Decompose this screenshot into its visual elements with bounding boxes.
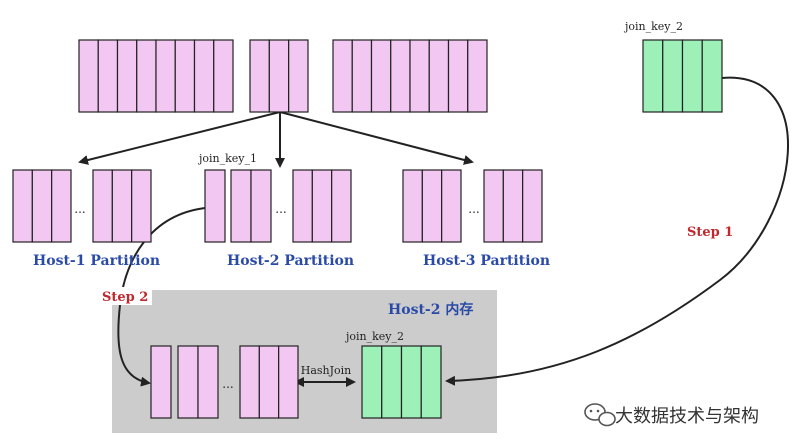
ellipsis-memory: ...: [222, 377, 233, 391]
step2-label-bg: [100, 287, 152, 305]
source-block-1: [78, 39, 234, 113]
partition-cell: [409, 39, 430, 113]
watermark-text: 大数据技术与架构: [615, 406, 759, 427]
distribution-arrows: [78, 111, 474, 168]
partition-cell: [131, 169, 152, 243]
host1-block-b: [92, 169, 152, 243]
ellipsis-host3: ...: [468, 202, 479, 216]
partition-cell: [155, 39, 176, 113]
host1-block-a: [12, 169, 72, 243]
partition-cell: [642, 39, 664, 113]
partition-cell: [522, 169, 543, 243]
host2-block-a: [230, 169, 272, 243]
step1-arrow: [445, 76, 789, 386]
partition-cell: [111, 169, 133, 243]
partition-cell: [150, 345, 172, 419]
partition-blocks: [12, 39, 723, 419]
memory-block-a: [150, 345, 172, 419]
join-key-2-top-label: join_key_2: [623, 20, 683, 33]
ellipsis-host1: ...: [74, 202, 85, 216]
partition-cell: [204, 169, 226, 243]
partition-cell: [97, 39, 119, 113]
partition-cell: [177, 345, 199, 419]
partition-cell: [400, 345, 422, 419]
source-block-3: [332, 39, 488, 113]
partition-cell: [197, 345, 219, 419]
wechat-icon: [584, 403, 616, 427]
partition-cell: [441, 169, 462, 243]
host3-block-a: [402, 169, 462, 243]
partition-cell: [502, 169, 524, 243]
host2-memory-title: Host-2 内存: [388, 301, 473, 318]
partition-cell: [447, 39, 469, 113]
partition-cell: [249, 39, 270, 113]
partition-cell: [239, 345, 260, 419]
partition-cell: [278, 345, 299, 419]
ellipsis-host2: ...: [275, 202, 286, 216]
step1-label: Step 1: [687, 225, 733, 240]
partition-cell: [116, 39, 138, 113]
partition-cell: [31, 169, 53, 243]
memory-join-key-2-block: [361, 345, 442, 419]
step2-label: Step 2: [102, 290, 148, 305]
partition-cell: [332, 39, 353, 113]
partition-cell: [268, 39, 290, 113]
partition-cell: [12, 169, 33, 243]
partition-cell: [250, 169, 272, 243]
partition-cell: [428, 39, 450, 113]
host2-join-key-1-cell: [204, 169, 226, 243]
partition-cell: [193, 39, 215, 113]
partition-cell: [288, 39, 309, 113]
partition-cell: [292, 169, 313, 243]
partition-cell: [136, 39, 157, 113]
partition-cell: [420, 345, 442, 419]
host2-partition-label: Host-2 Partition: [227, 253, 354, 269]
host3-block-b: [483, 169, 543, 243]
partition-cell: [370, 39, 392, 113]
partition-cell: [662, 39, 684, 113]
source-block-2: [249, 39, 309, 113]
join-key-1-label: join_key_1: [197, 152, 257, 165]
partition-cell: [351, 39, 373, 113]
partition-cell: [78, 39, 99, 113]
partition-cell: [311, 169, 333, 243]
hashjoin-label: HashJoin: [301, 364, 352, 377]
partition-cell: [174, 39, 196, 113]
partition-cell: [331, 169, 352, 243]
join-key-2-block: [642, 39, 723, 113]
host1-partition-label: Host-1 Partition: [33, 253, 160, 269]
partition-cell: [402, 169, 423, 243]
memory-block-c: [239, 345, 299, 419]
partition-cell: [51, 169, 72, 243]
partition-cell: [467, 39, 488, 113]
partition-cell: [258, 345, 280, 419]
host3-partition-label: Host-3 Partition: [423, 253, 550, 269]
partition-cell: [421, 169, 443, 243]
partition-cell: [390, 39, 411, 113]
partition-cell: [230, 169, 252, 243]
host2-block-b: [292, 169, 352, 243]
memory-block-b: [177, 345, 219, 419]
join-key-2-memory-label: join_key_2: [344, 330, 404, 343]
partition-cell: [361, 345, 383, 419]
partition-cell: [381, 345, 403, 419]
watermark: 大数据技术与架构: [584, 403, 759, 427]
partition-cell: [483, 169, 504, 243]
partition-cell: [701, 39, 723, 113]
partition-cell: [681, 39, 703, 113]
partition-cell: [92, 169, 113, 243]
partition-cell: [213, 39, 234, 113]
